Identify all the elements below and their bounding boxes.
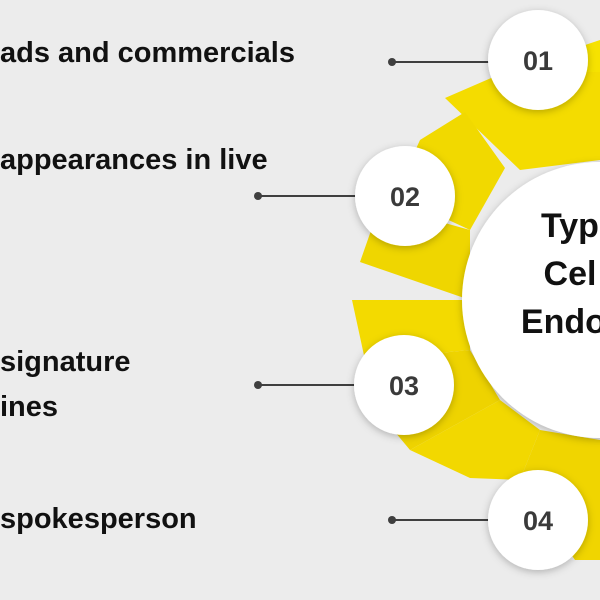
connector-dot-01 (388, 58, 396, 66)
center-title-line: Cel (543, 255, 597, 293)
center-title-line: Typ (541, 207, 599, 245)
center-title-line: Endor (520, 303, 600, 341)
item-text-01: ads and commercials (0, 31, 295, 76)
number-badge-01: 01 (488, 10, 588, 110)
number-badge-02: 02 (355, 146, 455, 246)
connectors (254, 58, 500, 524)
item-text-line: ads and commercials (0, 37, 295, 69)
number-badge-04: 04 (488, 470, 588, 570)
connector-dot-04 (388, 516, 396, 524)
item-text-line: appearances in live (0, 144, 268, 176)
item-text-line: ines (0, 391, 59, 423)
connector-dot-03 (254, 381, 262, 389)
number-circle (355, 146, 455, 246)
number-label: 01 (523, 46, 553, 76)
item-text-02: appearances in live (0, 138, 268, 183)
number-label: 03 (389, 371, 419, 401)
center-title: Typ Cel Endor (470, 202, 600, 346)
center-circle (462, 162, 600, 438)
number-circle (488, 10, 588, 110)
number-badge-03: 03 (354, 335, 454, 435)
number-label: 04 (523, 506, 553, 536)
item-text-line: signature (0, 346, 131, 378)
number-label: 02 (390, 182, 420, 212)
number-circle (354, 335, 454, 435)
connector-dot-02 (254, 192, 262, 200)
item-text-line: spokesperson (0, 503, 197, 535)
item-text-04: spokesperson (0, 497, 197, 542)
item-text-03: signature ines (0, 340, 131, 430)
number-circle (488, 470, 588, 570)
ring-segment (410, 400, 540, 480)
